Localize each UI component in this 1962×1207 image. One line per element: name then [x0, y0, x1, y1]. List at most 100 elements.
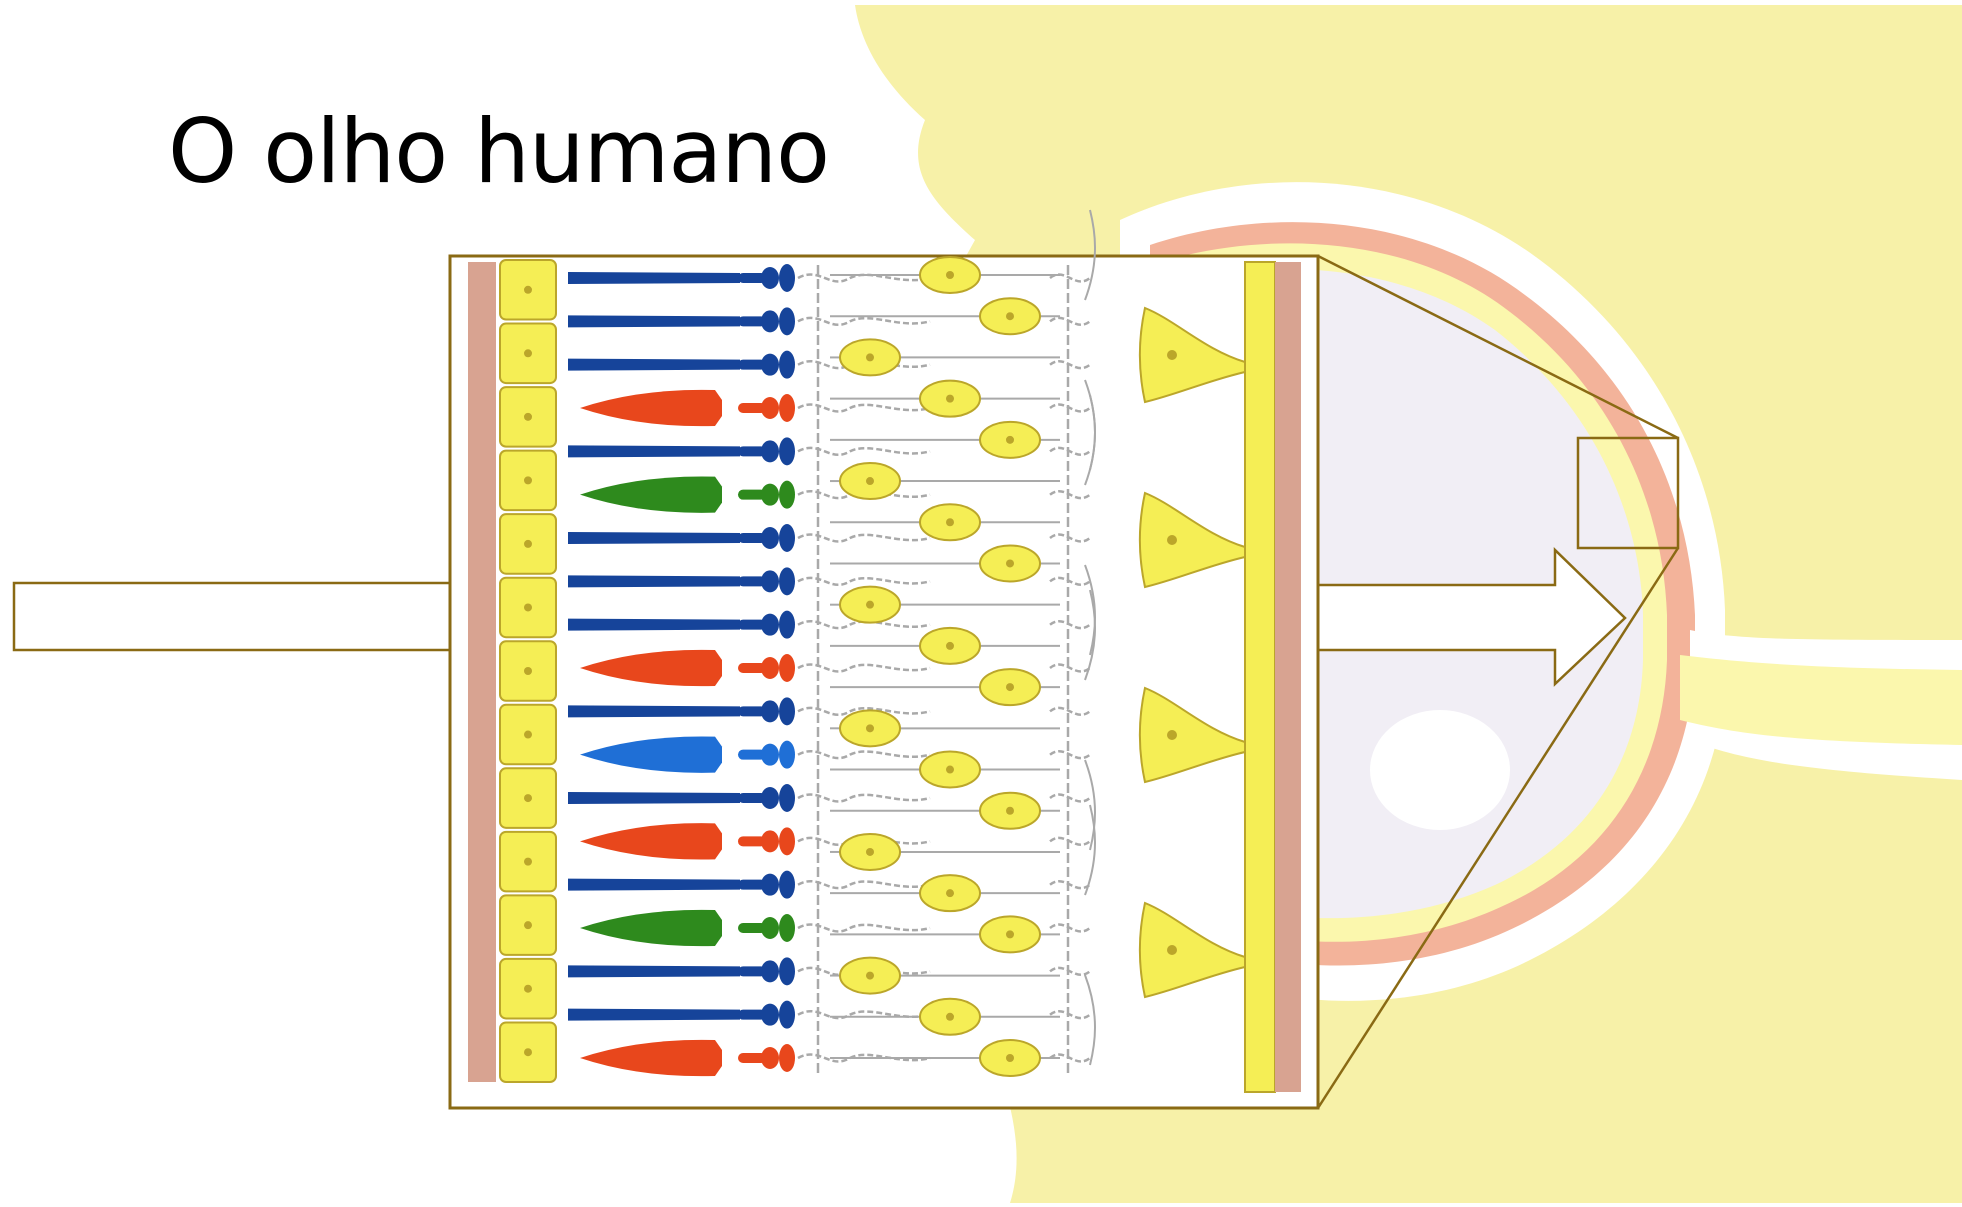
receptor-terminal	[779, 1000, 795, 1029]
bipolar-cell-nucleus	[946, 1012, 954, 1021]
ganglion-cell	[1138, 901, 1246, 999]
light-arrow-left	[12, 581, 450, 652]
receptor-knob	[761, 483, 779, 506]
receptor-terminal	[779, 654, 795, 682]
receptor-stalk	[738, 749, 766, 760]
receptor-terminal	[779, 697, 795, 726]
rod-cell	[568, 575, 740, 588]
bipolar-cell-nucleus	[1006, 806, 1014, 815]
receptor-stalk	[738, 966, 766, 977]
red-cone-cell	[580, 1039, 722, 1077]
rod-cell	[568, 532, 740, 544]
synapse-fiber	[1049, 1053, 1091, 1063]
rod-cell	[568, 358, 740, 371]
synapse-fiber	[1049, 836, 1091, 847]
receptor-stalk	[738, 446, 766, 457]
receptor-stalk	[738, 706, 766, 717]
blue-cone-cell	[580, 736, 722, 773]
ganglion-cell-nucleus	[1167, 730, 1177, 740]
ganglion-dendrite	[1084, 759, 1096, 851]
receptor-knob	[761, 1047, 779, 1069]
bipolar-cell-nucleus	[866, 353, 874, 362]
bipolar-cell-nucleus	[946, 394, 954, 403]
receptor-stalk	[738, 619, 766, 630]
pigment-cell-nucleus	[524, 285, 532, 294]
inner-limiting-band	[1275, 262, 1301, 1092]
receptor-knob	[761, 787, 779, 809]
ganglion-cell-nucleus	[1167, 945, 1177, 955]
bipolar-cell-nucleus	[866, 477, 874, 486]
receptor-terminal	[779, 307, 795, 336]
bipolar-cell-nucleus	[866, 971, 874, 980]
ganglion-dendrite	[1084, 804, 1096, 896]
receptor-terminal	[779, 610, 795, 639]
ganglion-dendrite	[1084, 589, 1096, 681]
pigment-cell-nucleus	[524, 1048, 532, 1057]
synapse-fiber	[797, 706, 931, 717]
red-cone-cell	[580, 389, 722, 427]
receptor-stalk	[738, 793, 766, 803]
receptor-knob	[761, 570, 779, 593]
magnified-region-marker	[1576, 436, 1680, 550]
receptor-terminal	[779, 870, 795, 899]
rod-cell	[568, 792, 740, 804]
receptor-stalk	[738, 663, 766, 673]
synapse-fiber	[1049, 403, 1091, 413]
pigment-cell-nucleus	[524, 539, 532, 548]
synapse-fiber	[1049, 489, 1091, 500]
rod-cell	[568, 618, 740, 631]
receptor-knob	[761, 267, 779, 289]
bipolar-cell-nucleus	[946, 271, 954, 279]
pigment-cell-nucleus	[524, 603, 532, 612]
receptor-terminal	[779, 437, 795, 466]
synapse-fiber	[1049, 533, 1091, 543]
receptor-terminal	[779, 350, 795, 379]
green-cone-cell	[580, 476, 722, 513]
synapse-fiber	[1049, 706, 1091, 717]
synapse-fiber	[1049, 793, 1091, 803]
receptor-terminal	[779, 740, 795, 769]
rod-cell	[568, 272, 740, 284]
bipolar-cell-nucleus	[1006, 930, 1014, 939]
zoom-line-bottom	[1316, 547, 1680, 1109]
receptor-knob	[761, 310, 779, 333]
pigment-cell-nucleus	[524, 984, 532, 993]
receptor-terminal	[779, 957, 795, 986]
receptor-terminal	[779, 914, 795, 942]
pigment-cell-nucleus	[524, 921, 532, 930]
bipolar-cell-nucleus	[946, 889, 954, 898]
bipolar-cell-nucleus	[1006, 435, 1014, 444]
receptor-knob	[761, 830, 779, 853]
receptor-knob	[761, 743, 779, 766]
pigment-cell-nucleus	[524, 730, 532, 739]
receptor-stalk	[738, 879, 766, 890]
rod-cell	[568, 445, 740, 458]
bipolar-cell-nucleus	[1006, 312, 1014, 321]
bipolar-cell-nucleus	[866, 847, 874, 856]
rod-cell	[568, 1008, 740, 1021]
synapse-fiber	[797, 533, 931, 543]
synapse-fiber	[1049, 359, 1091, 370]
receptor-terminal	[779, 1044, 795, 1072]
photoreceptor-layer	[568, 264, 795, 1077]
receptor-terminal	[779, 784, 795, 812]
rod-cell	[568, 315, 740, 328]
receptor-terminal	[779, 567, 795, 596]
receptor-knob	[761, 397, 779, 419]
ganglion-cell-nucleus	[1167, 535, 1177, 545]
receptor-stalk	[738, 576, 766, 587]
bipolar-cell-nucleus	[1006, 1054, 1014, 1062]
synapse-fiber	[1049, 966, 1091, 977]
synapse-fiber	[797, 273, 931, 283]
synapse-fiber	[797, 576, 931, 587]
bipolar-cell-nucleus	[866, 724, 874, 733]
synapse-fiber	[797, 793, 931, 803]
receptor-stalk	[738, 273, 766, 283]
synapse-fiber	[797, 923, 931, 933]
receptor-stalk	[738, 836, 766, 847]
receptor-terminal	[779, 394, 795, 422]
ganglion-dendrite	[1084, 209, 1096, 301]
pigment-cells	[499, 259, 557, 1084]
